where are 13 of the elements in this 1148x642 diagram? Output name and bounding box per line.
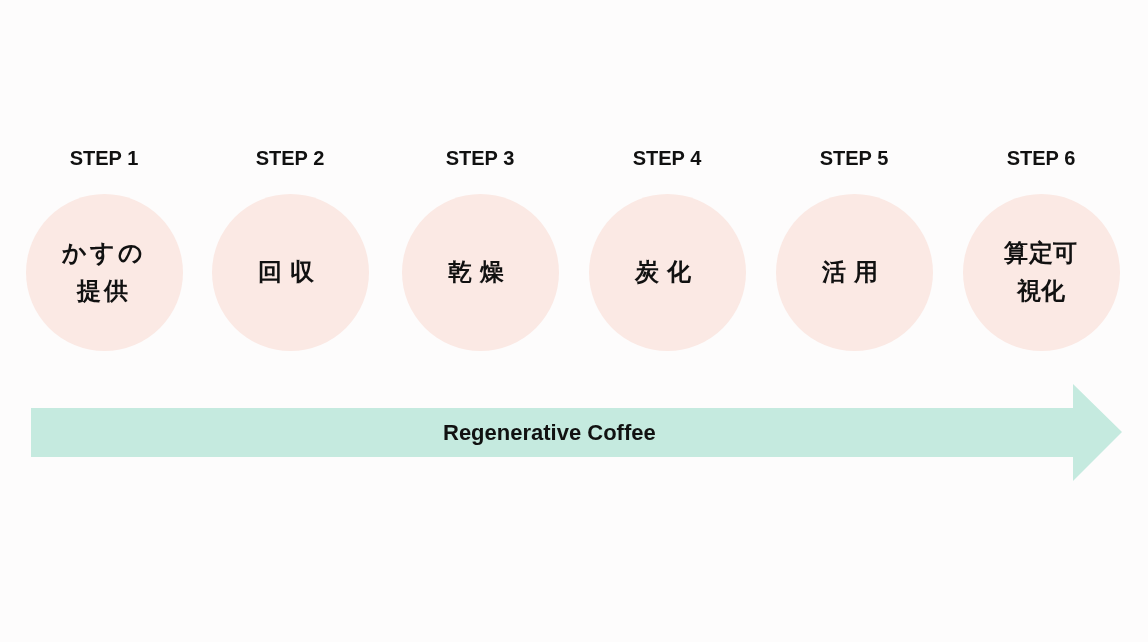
arrow-label: Regenerative Coffee xyxy=(443,419,656,446)
step-text: 炭化 xyxy=(633,256,701,288)
step-label: STEP 1 xyxy=(69,146,139,171)
step-text: 算定可視化 xyxy=(1003,238,1079,307)
step-label: STEP 4 xyxy=(632,146,702,171)
step-text: 活用 xyxy=(820,256,888,288)
step-label: STEP 2 xyxy=(255,146,325,171)
step-label: STEP 5 xyxy=(819,146,889,171)
step-label: STEP 3 xyxy=(445,146,515,171)
step-text: かすの提供 xyxy=(61,238,147,307)
step-text: 回収 xyxy=(256,256,324,288)
step-label: STEP 6 xyxy=(1006,146,1076,171)
step-text: 乾燥 xyxy=(446,256,514,288)
